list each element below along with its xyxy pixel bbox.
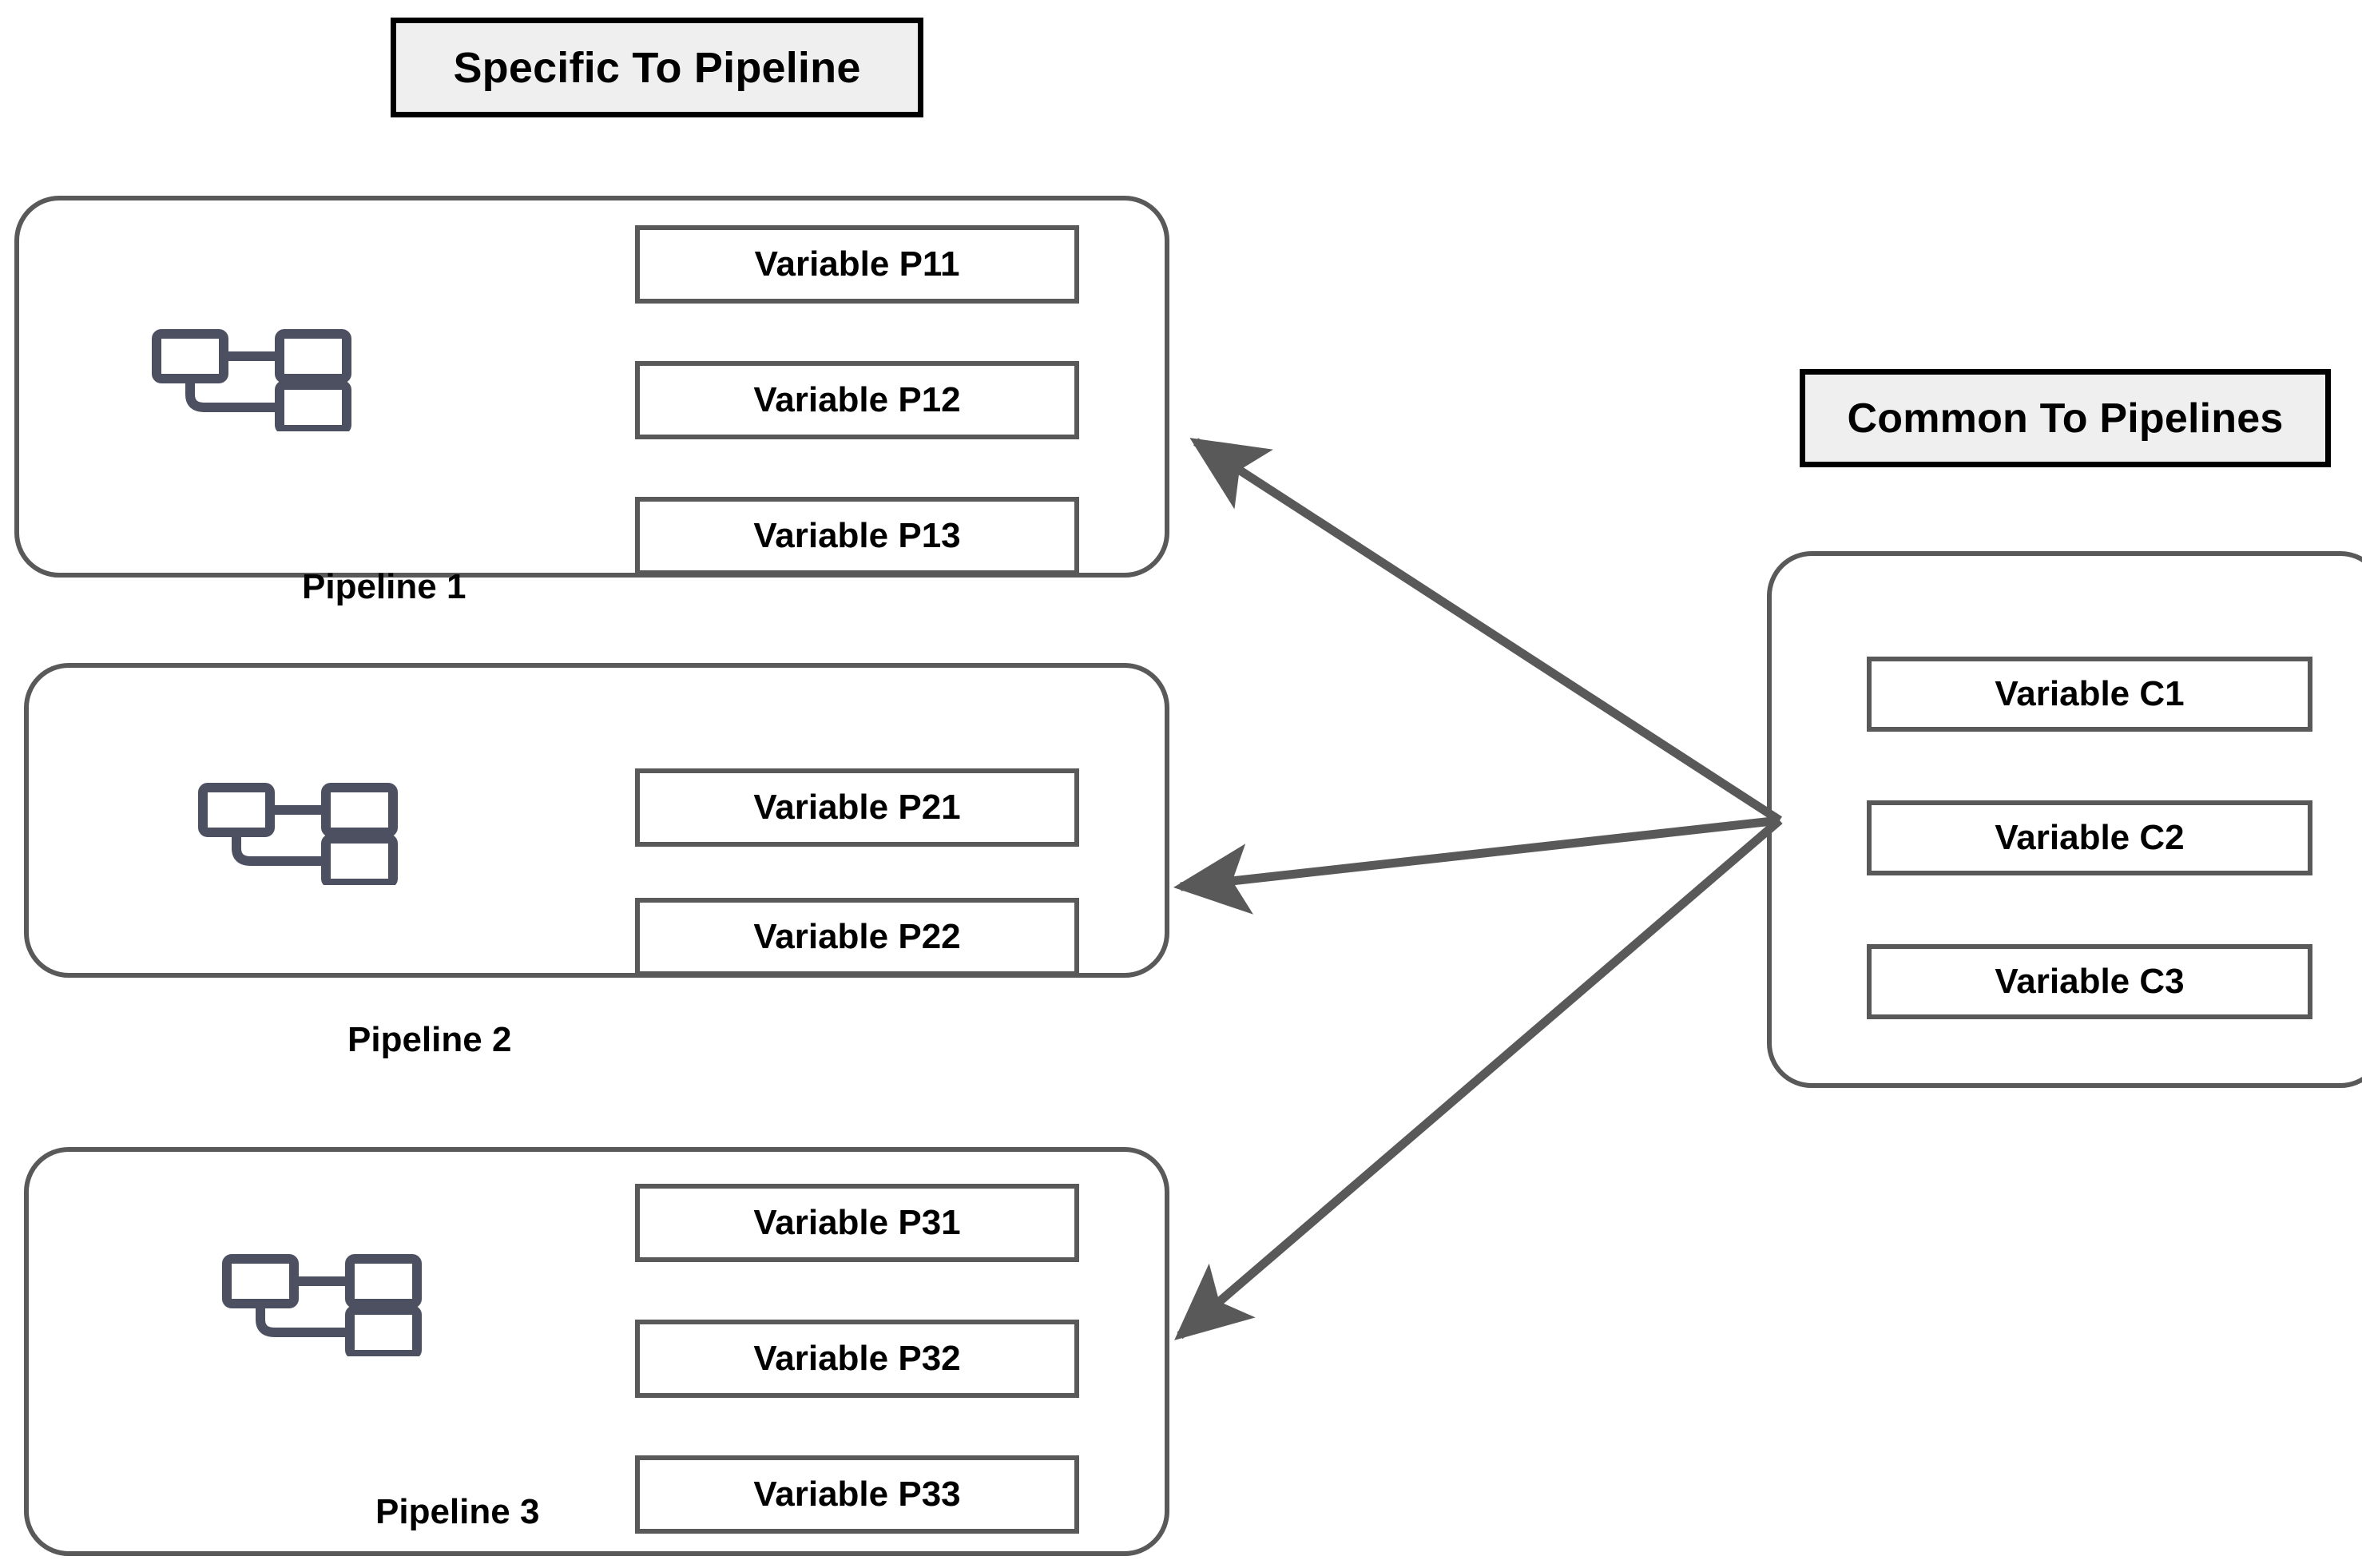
- variable-box-c3: Variable C3: [1867, 944, 2312, 1019]
- pipeline-sitemap-icon: [198, 783, 398, 885]
- variable-box-p32: Variable P32: [635, 1320, 1079, 1398]
- section-header-specific-to-pipeline: Specific To Pipeline: [391, 18, 923, 117]
- variable-box-p21: Variable P21: [635, 768, 1079, 847]
- arrow-common-to-pipeline-3: [1174, 816, 1783, 1340]
- arrow-common-to-pipeline-2: [1173, 816, 1780, 915]
- variable-box-p12: Variable P12: [635, 361, 1079, 439]
- pipeline-caption-3: Pipeline 3: [375, 1492, 540, 1531]
- arrow-common-to-pipeline-1: [1189, 438, 1782, 824]
- variable-box-p11: Variable P11: [635, 225, 1079, 304]
- section-header-common-to-pipelines: Common To Pipelines: [1800, 369, 2331, 467]
- variable-box-p31: Variable P31: [635, 1184, 1079, 1262]
- pipeline-sitemap-icon: [222, 1254, 422, 1356]
- pipeline-caption-2: Pipeline 2: [347, 1020, 512, 1059]
- pipeline-caption-1: Pipeline 1: [302, 567, 466, 606]
- variable-box-p33: Variable P33: [635, 1455, 1079, 1534]
- variable-box-p22: Variable P22: [635, 898, 1079, 976]
- variable-box-p13: Variable P13: [635, 497, 1079, 575]
- variable-box-c1: Variable C1: [1867, 657, 2312, 732]
- variable-box-c2: Variable C2: [1867, 800, 2312, 875]
- pipeline-sitemap-icon: [152, 329, 351, 431]
